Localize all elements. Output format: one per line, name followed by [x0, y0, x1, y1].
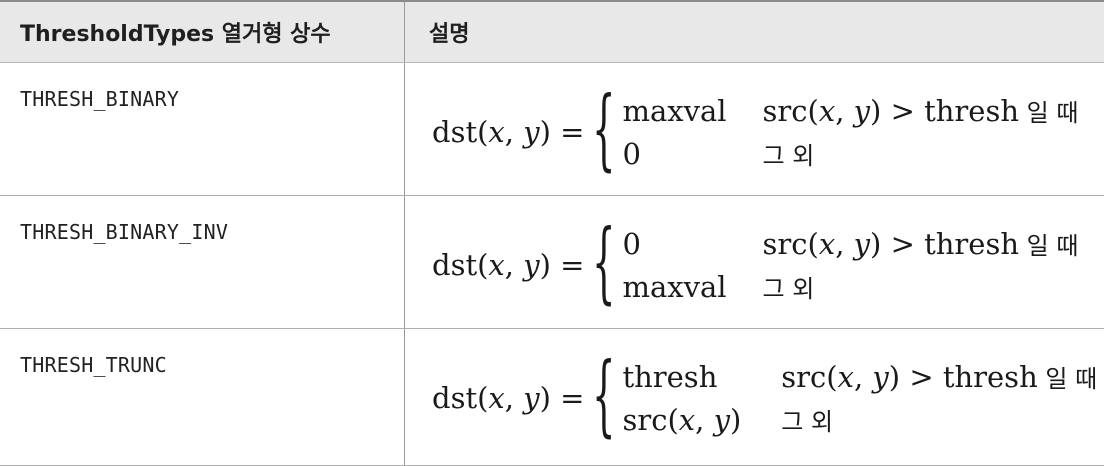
lhs-comma: , [504, 248, 524, 282]
cond-suffix: ) > thresh [870, 94, 1020, 128]
case1-condition: src(x, y) > thresh 일 때 [763, 93, 1079, 128]
cond-prefix: src( [781, 360, 838, 394]
lhs-suffix: ) = [539, 248, 585, 282]
piecewise-formula: dst(x, y) = { maxval src(x, y) > thresh … [432, 77, 1078, 187]
cond-y: y [872, 360, 889, 394]
case1-value: thresh [622, 360, 718, 394]
lhs-x: x [488, 381, 505, 415]
cond-comma: , [835, 94, 854, 128]
lhs-suffix: ) = [539, 115, 585, 149]
header-enum-constant: ThresholdTypes 열거형 상수 [20, 22, 331, 47]
case1-value: 0 [622, 227, 641, 261]
lhs-prefix: dst( [432, 381, 489, 415]
formula-cases: 0 src(x, y) > thresh 일 때 maxval 그 외 [622, 226, 1078, 304]
cond-suffix: ) > thresh [888, 360, 1038, 394]
description-cell: dst(x, y) = { thresh src(x, y) > thresh … [405, 329, 1104, 465]
piecewise-formula: dst(x, y) = { 0 src(x, y) > thresh 일 때 m… [432, 210, 1078, 320]
left-brace: { [592, 77, 616, 180]
cond-comma: , [835, 227, 854, 261]
formula-lhs: dst(x, y) = [432, 115, 584, 149]
cond-y: y [853, 94, 871, 128]
enum-constant-name: THRESH_TRUNC [20, 353, 167, 377]
formula-lhs: dst(x, y) = [432, 381, 584, 415]
lhs-x: x [488, 248, 505, 282]
left-brace: { [592, 343, 616, 446]
case2-value: 0 [622, 137, 641, 171]
cond-comma: , [853, 360, 873, 394]
description-cell: dst(x, y) = { 0 src(x, y) > thresh 일 때 m… [405, 196, 1104, 328]
column-divider [404, 2, 405, 62]
cond-korean: 일 때 [1037, 365, 1098, 393]
cond-prefix: src( [762, 227, 819, 261]
lhs-suffix: ) = [539, 381, 585, 415]
cond-prefix: src( [762, 94, 819, 128]
value-x: x [678, 403, 696, 437]
enum-constant-name: THRESH_BINARY_INV [20, 220, 229, 244]
case1-condition: src(x, y) > thresh 일 때 [763, 226, 1079, 261]
lhs-comma: , [504, 115, 524, 149]
formula-lhs: dst(x, y) = [432, 248, 584, 282]
lhs-prefix: dst( [432, 115, 489, 149]
table-row: THRESH_BINARY_INV dst(x, y) = { 0 src(x,… [0, 196, 1104, 329]
cond-x: x [818, 227, 836, 261]
lhs-prefix: dst( [432, 248, 489, 282]
lhs-y: y [523, 115, 540, 149]
cond-suffix: ) > thresh [870, 227, 1020, 261]
case2-condition: 그 외 [781, 408, 834, 436]
description-cell: dst(x, y) = { maxval src(x, y) > thresh … [405, 63, 1104, 195]
lhs-y: y [523, 248, 540, 282]
lhs-comma: , [504, 381, 524, 415]
lhs-y: y [523, 381, 540, 415]
formula-cases: maxval src(x, y) > thresh 일 때 0 그 외 [622, 93, 1078, 171]
value-suffix: ) [729, 403, 742, 437]
column-divider [404, 196, 405, 328]
case1-condition: src(x, y) > thresh 일 때 [781, 359, 1097, 394]
formula-cases: thresh src(x, y) > thresh 일 때 src(x, y) … [622, 359, 1097, 437]
cond-x: x [837, 360, 854, 394]
column-divider [404, 329, 405, 465]
table-header: ThresholdTypes 열거형 상수 설명 [0, 2, 1104, 63]
cond-y: y [853, 227, 871, 261]
enum-constant-name: THRESH_BINARY [20, 87, 180, 111]
case2-condition: 그 외 [762, 142, 815, 170]
value-y: y [713, 403, 730, 437]
cond-korean: 일 때 [1019, 99, 1079, 127]
table-row: THRESH_TRUNC dst(x, y) = { thresh src(x,… [0, 329, 1104, 466]
lhs-x: x [488, 115, 505, 149]
table-row: THRESH_BINARY dst(x, y) = { maxval src(x… [0, 63, 1104, 196]
case2-value: maxval [622, 270, 727, 304]
piecewise-formula: dst(x, y) = { thresh src(x, y) > thresh … [432, 343, 1097, 453]
case1-value: maxval [622, 94, 727, 128]
value-comma: , [695, 403, 714, 437]
column-divider [404, 63, 405, 195]
cond-korean: 일 때 [1019, 232, 1079, 260]
case2-value: src(x, y) [622, 403, 741, 437]
left-brace: { [592, 210, 616, 313]
case2-condition: 그 외 [762, 275, 815, 303]
header-description: 설명 [429, 22, 470, 47]
value-prefix: src( [622, 403, 679, 437]
cond-x: x [818, 94, 836, 128]
